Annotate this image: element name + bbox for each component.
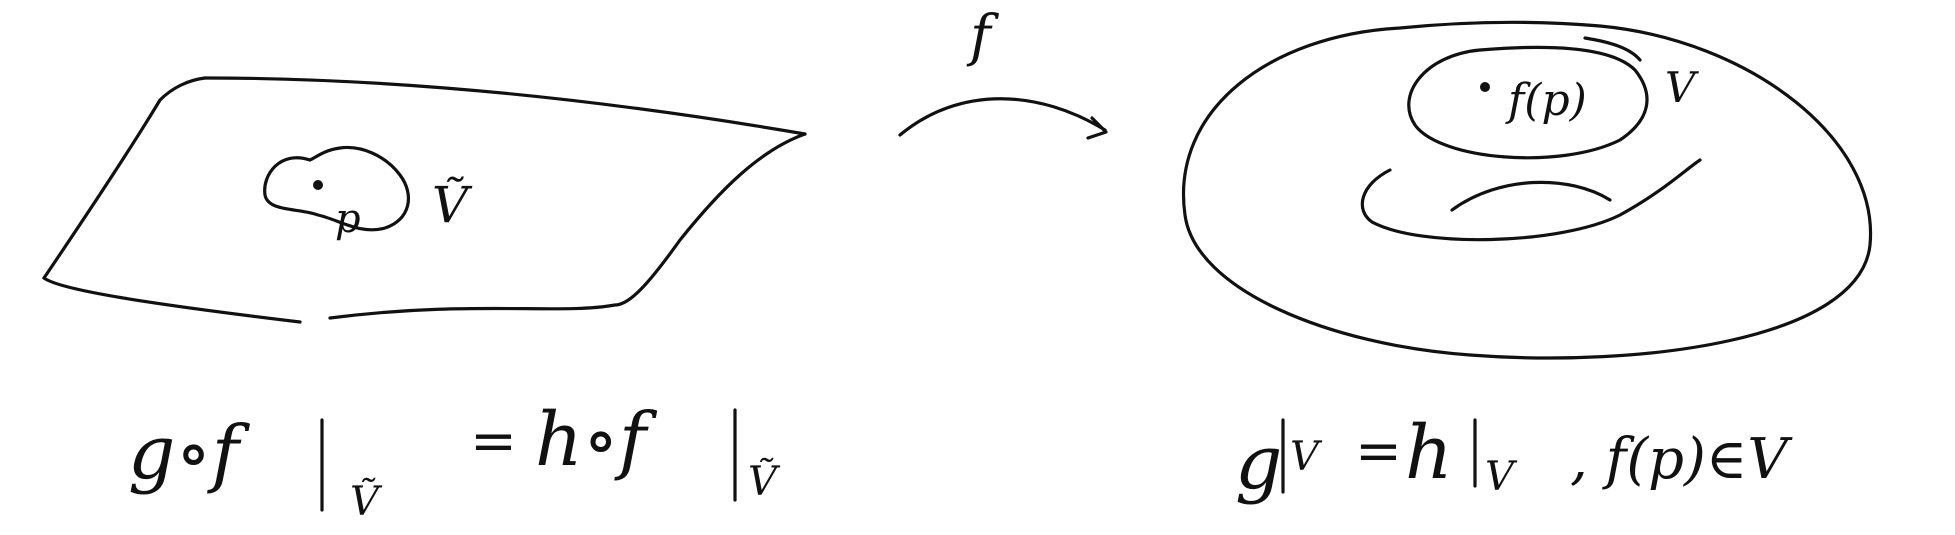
codomain-surface [1182,20,1873,360]
equation-left-lhs-restriction: Ṽ [350,478,383,525]
domain-point-dot [313,180,323,190]
map-arrow [898,97,1108,140]
equation-left: g∘f Ṽ = h∘f Ṽ [128,397,781,525]
equation-right-rhs-restriction: V [1485,454,1518,500]
domain-surface [42,76,807,324]
equation-left-equals: = [470,409,517,474]
equation-right-lhs: g [1235,420,1282,506]
image-point-label: f(p) [1505,75,1587,126]
codomain-neighborhood-region [1407,36,1649,160]
image-point-dot [1480,82,1490,92]
domain-neighborhood-label: Ṽ [432,175,473,234]
equation-right-equals: = [1355,419,1402,484]
arrow-label: f [966,4,1000,69]
equation-left-rhs: h∘f [535,397,658,483]
codomain-neighborhood-label: V [1665,63,1699,112]
equation-right-lhs-restriction: V [1290,434,1323,480]
equation-right-rhs: h [1405,410,1453,496]
equation-left-rhs-restriction: Ṽ [748,458,781,505]
domain-neighborhood-region [263,145,410,232]
equation-right: g V = h V , f(p)∈V [1235,410,1793,506]
domain-point-label: p [335,196,361,242]
equation-left-lhs: g∘f [128,410,251,496]
equation-right-condition: , f(p)∈V [1570,427,1793,492]
